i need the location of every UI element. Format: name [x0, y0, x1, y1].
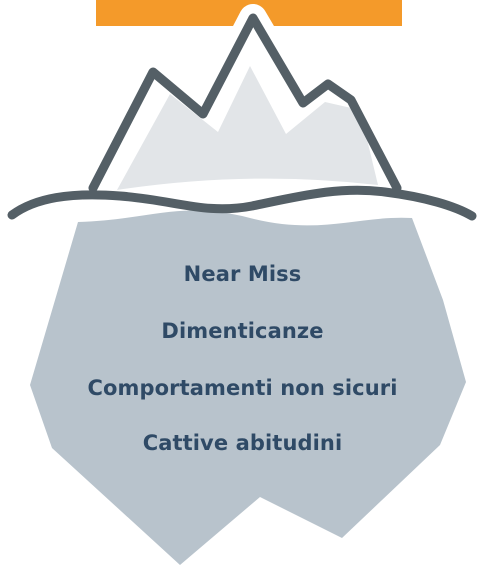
iceberg-tip-outline [88, 13, 402, 193]
iceberg-underwater [30, 210, 466, 565]
iceberg-tip-snow [117, 66, 378, 190]
label-near-miss: Near Miss [183, 262, 302, 286]
label-cattive-abitudini: Cattive abitudini [142, 431, 343, 455]
water-line [7, 185, 477, 221]
label-dimenticanze: Dimenticanze [161, 319, 324, 343]
label-comportamenti-non-sicuri: Comportamenti non sicuri [87, 376, 398, 400]
